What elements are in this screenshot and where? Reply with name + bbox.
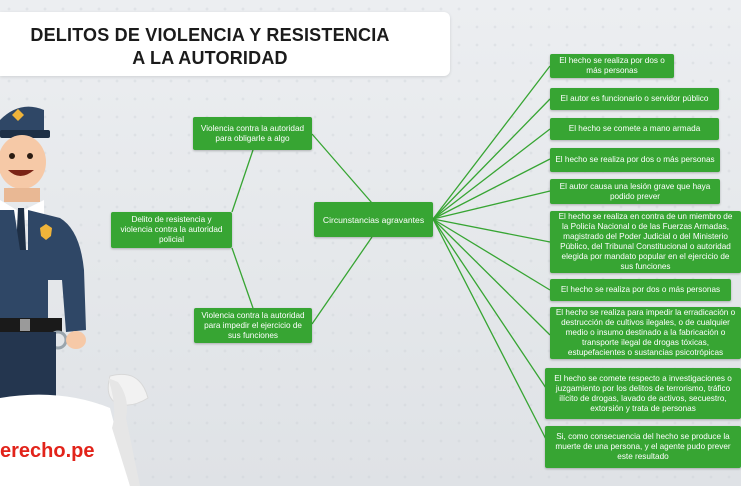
- line-root-branch-top: [231, 149, 254, 213]
- node-agravante-3: El hecho se comete a mano armada: [550, 118, 719, 140]
- node-agravante-1: El hecho se realiza por dos o más person…: [550, 54, 674, 78]
- node-agravante-10: Si, como consecuencia del hecho se produ…: [545, 426, 741, 468]
- node-branch-obligar-label: Violencia contra la autoridad para oblig…: [200, 123, 305, 143]
- node-center-label: Circunstancias agravantes: [322, 214, 425, 225]
- node-agravante-6: El hecho se realiza en contra de un miem…: [550, 211, 741, 273]
- brand-logo-text: erecho.pe: [0, 440, 95, 462]
- node-branch-impedir-label: Violencia contra la autoridad para imped…: [201, 310, 305, 340]
- agravante-2-label: El autor es funcionario o servidor públi…: [560, 94, 709, 103]
- agravante-5-label: El autor causa una lesión grave que haya…: [559, 181, 711, 201]
- title-line-1: DELITOS DE VIOLENCIA Y RESISTENCIA: [30, 25, 390, 45]
- line-leaf-5: [432, 190, 551, 220]
- line-root-branch-bottom: [231, 247, 254, 309]
- line-leaf-9: [432, 218, 551, 395]
- line-leaf-10: [432, 218, 551, 448]
- line-leaf-2: [432, 98, 551, 220]
- node-agravante-9: El hecho se comete respecto a investigac…: [545, 368, 741, 419]
- line-leaf-1: [432, 65, 551, 220]
- line-leaf-4: [432, 158, 551, 220]
- agravante-8-label: El hecho se realiza para impedir la erra…: [555, 308, 736, 357]
- line-branchtop-center: [311, 133, 373, 204]
- node-agravante-8: El hecho se realiza para impedir la erra…: [550, 307, 741, 359]
- agravante-9-label: El hecho se comete respecto a investigac…: [554, 373, 732, 413]
- title-card: [0, 12, 450, 76]
- node-root: Delito de resistencia y violencia contra…: [111, 212, 232, 248]
- node-root-label: Delito de resistencia y violencia contra…: [120, 215, 223, 244]
- line-leaf-8: [432, 218, 551, 336]
- line-leaf-7: [432, 218, 551, 291]
- node-agravante-4: El hecho se realiza por dos o más person…: [550, 148, 720, 172]
- node-branch-impedir: Violencia contra la autoridad para imped…: [194, 308, 312, 343]
- agravante-7-label: El hecho se realiza por dos o más person…: [560, 285, 721, 294]
- node-circunstancias-agravantes: Circunstancias agravantes: [314, 202, 433, 237]
- line-branchbottom-center: [311, 236, 373, 325]
- agravante-3-label: El hecho se comete a mano armada: [568, 124, 701, 133]
- node-agravante-5: El autor causa una lesión grave que haya…: [550, 179, 720, 204]
- page-title: DELITOS DE VIOLENCIA Y RESISTENCIA A LA …: [0, 24, 420, 70]
- brand-paper: [0, 373, 149, 486]
- node-agravante-2: El autor es funcionario o servidor públi…: [550, 88, 719, 110]
- police-officer-illustration: [0, 106, 86, 400]
- agravante-4-label: El hecho se realiza por dos o más person…: [555, 155, 715, 164]
- line-leaf-6: [432, 218, 551, 243]
- title-line-2: A LA AUTORIDAD: [132, 48, 288, 68]
- node-branch-obligar: Violencia contra la autoridad para oblig…: [193, 117, 312, 150]
- line-leaf-3: [432, 128, 551, 220]
- agravante-6-label: El hecho se realiza en contra de un miem…: [558, 212, 733, 271]
- agravante-1-label: El hecho se realiza por dos o más person…: [559, 56, 665, 75]
- agravante-10-label: Si, como consecuencia del hecho se produ…: [555, 432, 731, 461]
- node-agravante-7: El hecho se realiza por dos o más person…: [550, 279, 731, 301]
